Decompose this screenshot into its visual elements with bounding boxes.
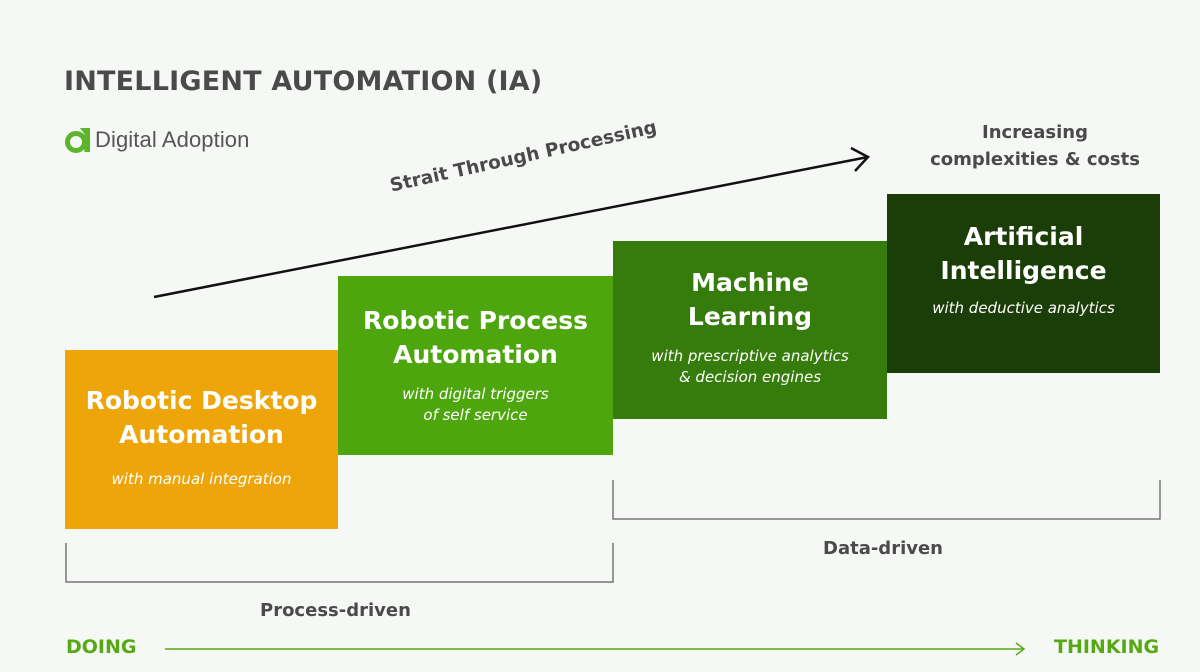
stage-box-machine-learning: Machine Learning with prescriptive analy… [613, 241, 887, 419]
stage-title: Robotic Desktop [85, 386, 318, 415]
stage-subtitle: with deductive analytics [932, 299, 1115, 317]
stage-box-robotic-process-automation: Robotic Process Automation with digital … [338, 276, 613, 455]
stage-title: Intelligence [940, 256, 1107, 285]
stage-box-robotic-desktop-automation: Robotic Desktop Automation with manual i… [65, 350, 338, 529]
process-driven-label: Process-driven [260, 600, 411, 621]
stage-subtitle: with prescriptive analytics [651, 347, 849, 365]
complexity-note: Increasing complexities & costs [910, 119, 1160, 173]
data-bracket [612, 480, 1161, 520]
stage-subtitle: with digital triggers [402, 385, 549, 403]
stage-box-artificial-intelligence: Artificial Intelligence with deductive a… [887, 194, 1160, 373]
data-driven-label: Data-driven [823, 538, 943, 559]
axis-label-thinking: THINKING [1054, 636, 1160, 658]
stage-title: Automation [393, 340, 558, 369]
stage-title: Artificial [963, 222, 1084, 251]
page-title: INTELLIGENT AUTOMATION (IA) [64, 66, 543, 97]
stage-title: Learning [687, 302, 813, 331]
process-bracket [65, 543, 614, 583]
stage-title: Machine [691, 268, 809, 297]
complexity-note-line2: complexities & costs [930, 149, 1140, 170]
stage-subtitle: with manual integration [111, 470, 292, 488]
brand-name: Digital Adoption [95, 127, 250, 152]
trend-arrowhead [850, 146, 871, 172]
digital-adoption-logo-icon [65, 128, 90, 153]
stage-subtitle: of self service [423, 406, 528, 424]
axis-label-doing: DOING [66, 636, 137, 658]
trend-arrow-line [153, 155, 869, 299]
complexity-note-line1: Increasing [982, 122, 1088, 143]
brand-logo: Digital Adoption [64, 124, 249, 156]
axis-arrowhead [1015, 642, 1026, 656]
stage-title: Automation [119, 420, 284, 449]
stage-subtitle: & decision engines [678, 368, 822, 386]
stage-title: Robotic Process [363, 306, 588, 335]
